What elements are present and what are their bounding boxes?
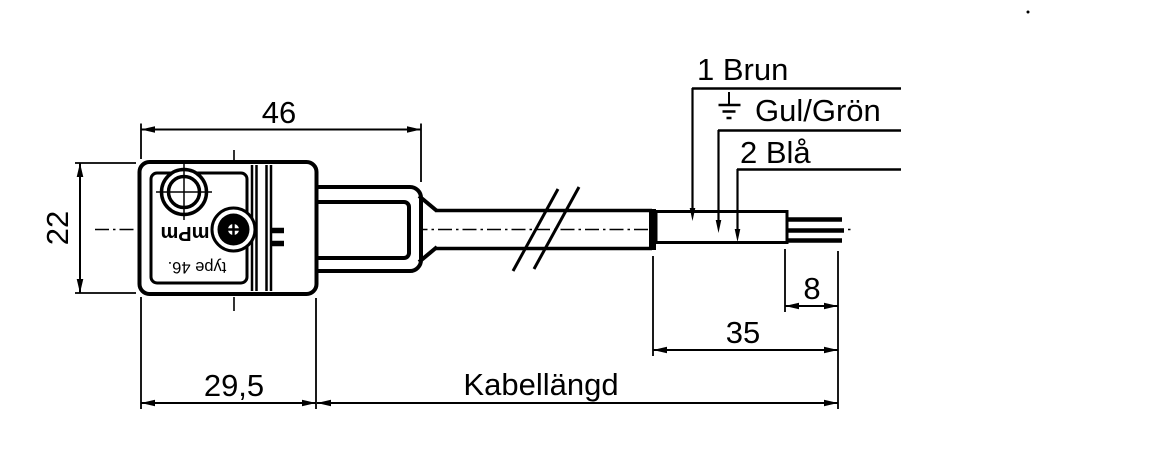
wire2-label: 2 Blå	[740, 135, 811, 170]
wire-label-bla: 2 Blå	[734, 135, 901, 242]
earth-ground-icon	[718, 92, 741, 120]
stripped-cable	[654, 210, 789, 244]
wire-label-gulgron: Gul/Grön	[715, 92, 901, 233]
dimension-8: 8	[784, 249, 839, 409]
dim-46-value: 46	[262, 95, 296, 130]
wire1-label: 1 Brun	[697, 52, 788, 87]
dimension-29-5: 29,5	[140, 297, 317, 409]
brand-text: mPm	[161, 222, 210, 244]
cable-break-icon	[511, 186, 581, 272]
fixing-screw-icon	[156, 164, 212, 220]
artifact-dot	[1026, 10, 1030, 14]
cable-port-icon	[210, 206, 257, 253]
cable	[417, 186, 656, 272]
ground-label: Gul/Grön	[755, 93, 881, 128]
dim-35-value: 35	[726, 315, 760, 350]
contact-pins	[270, 227, 284, 247]
dim-kabellangd-label: Kabellängd	[463, 367, 618, 402]
dim-22-value: 22	[40, 211, 75, 245]
dimension-46: 46	[140, 95, 422, 182]
dimension-kabellangd: Kabellängd	[317, 367, 838, 407]
dimension-22: 22	[40, 162, 136, 294]
wire-ends	[787, 217, 844, 243]
dim-29-5-value: 29,5	[204, 368, 264, 403]
dim-8-value: 8	[803, 271, 820, 306]
dimension-35: 35	[652, 256, 838, 356]
wire-label-brun: 1 Brun	[689, 52, 901, 221]
type-text: type 46.	[168, 258, 227, 276]
